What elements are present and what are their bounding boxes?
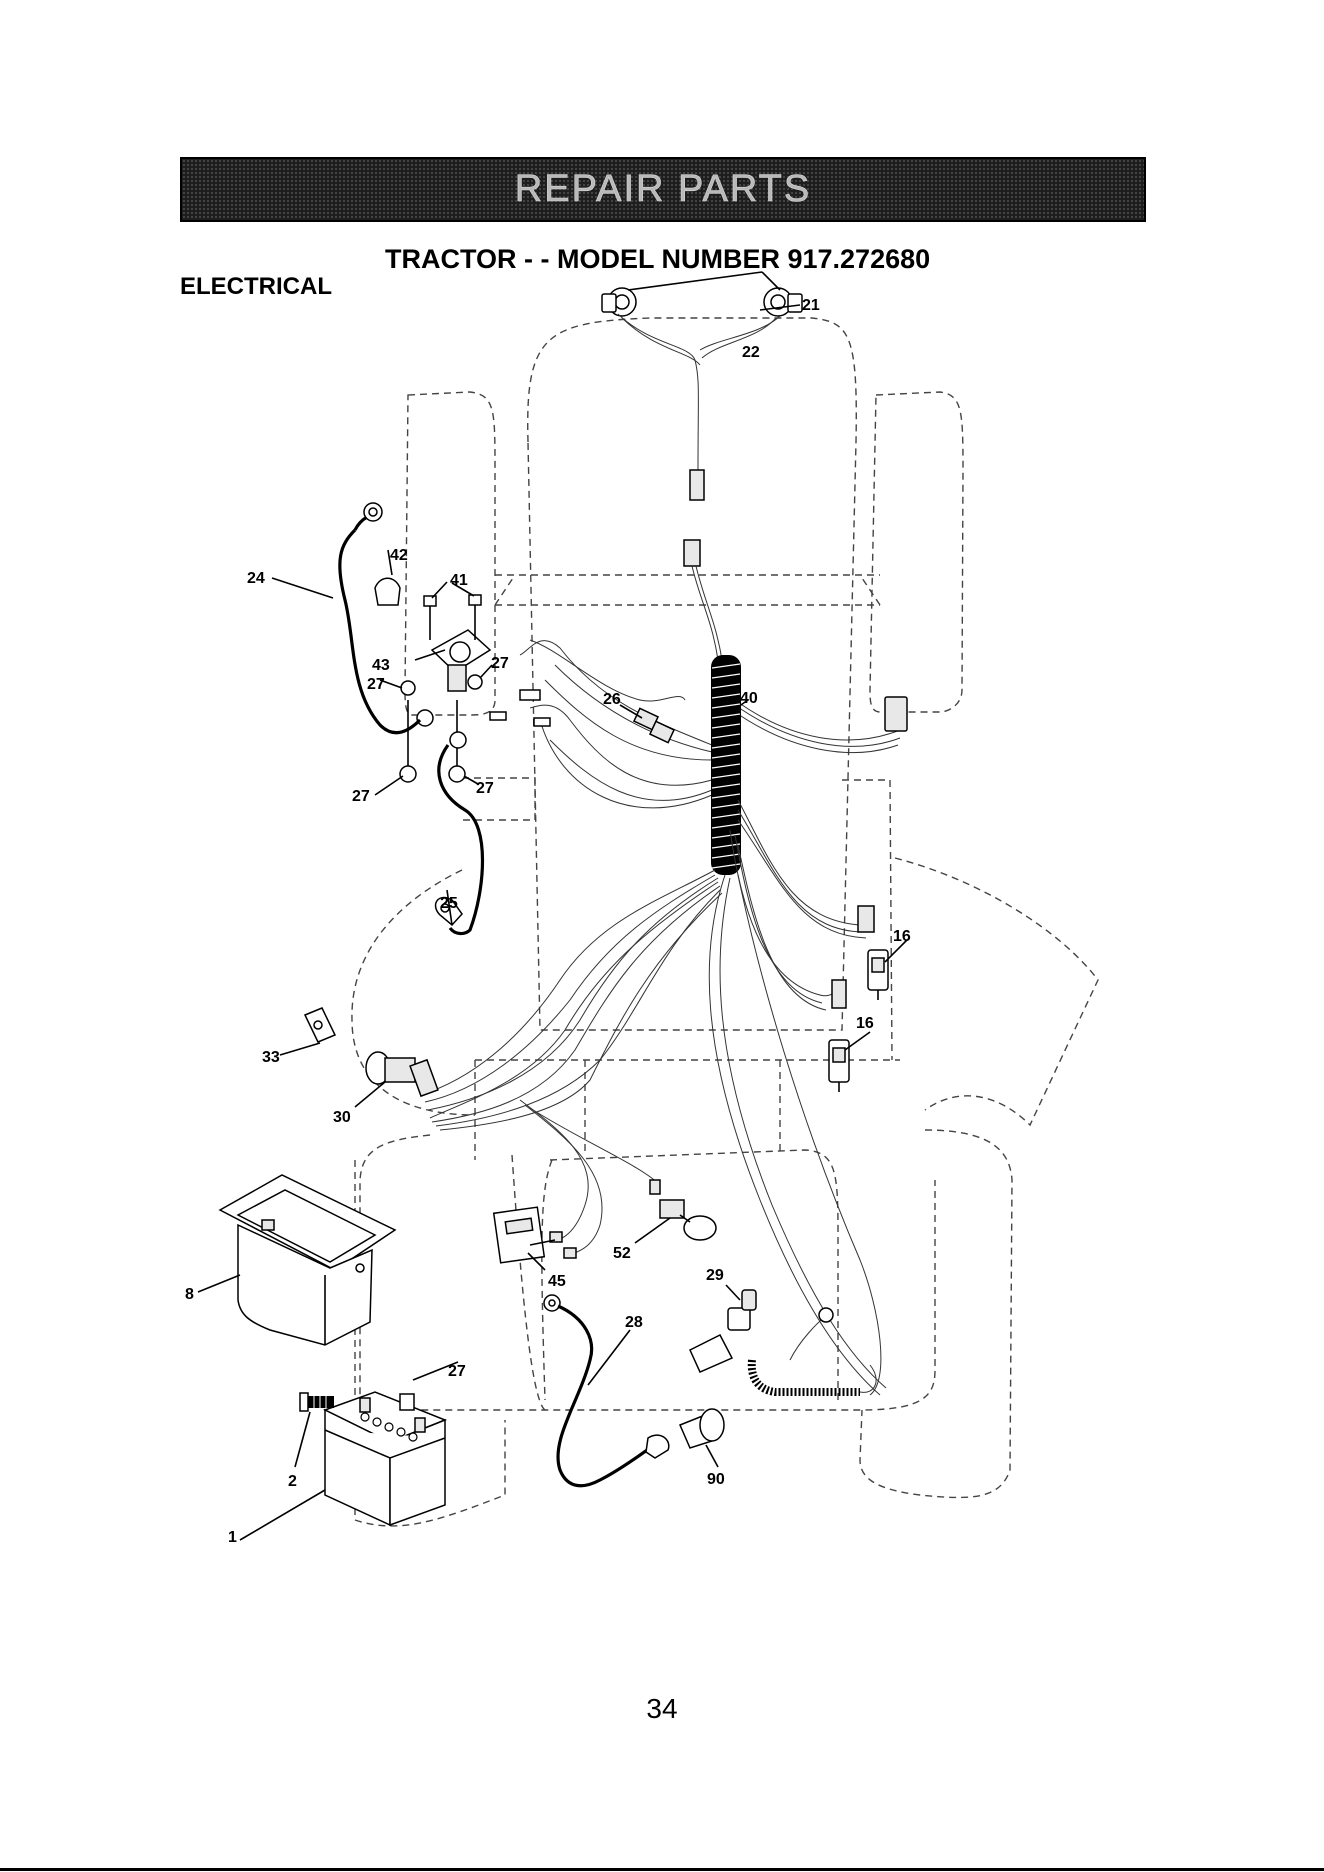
callout-25: 25 (440, 895, 458, 912)
callout-30: 30 (333, 1109, 351, 1126)
callout-42: 42 (390, 547, 408, 564)
callout-24: 24 (247, 570, 265, 587)
callout-labels: 22 21 24 42 41 43 27 27 27 27 26 40 25 1… (185, 297, 911, 1546)
callout-27-solenoid-right: 27 (491, 655, 509, 672)
terminal-boot-90 (680, 1409, 724, 1448)
callout-29: 29 (706, 1267, 724, 1284)
main-wire-harness (420, 640, 907, 1395)
page-bottom-rule (0, 1868, 1324, 1871)
callout-27-lower-left: 27 (352, 788, 370, 805)
interlock-switch-upper (868, 950, 888, 1000)
battery-1 (325, 1392, 445, 1525)
callout-8: 8 (185, 1286, 194, 1303)
callout-26: 26 (603, 691, 621, 708)
callout-27-solenoid-left: 27 (367, 676, 385, 693)
ground-cable-28 (544, 1295, 669, 1486)
ignition-key-33 (305, 1008, 335, 1042)
coiled-cord (752, 1308, 876, 1392)
callout-28: 28 (625, 1314, 643, 1331)
callout-1: 1 (228, 1529, 237, 1546)
callout-27-battery: 27 (448, 1363, 466, 1380)
callout-43: 43 (372, 657, 390, 674)
callout-90: 90 (707, 1471, 725, 1488)
callout-40: 40 (740, 690, 758, 707)
relay-26 (634, 708, 674, 742)
callout-16-upper: 16 (893, 928, 911, 945)
headlight-assembly (602, 288, 802, 660)
callout-52: 52 (613, 1245, 631, 1262)
callout-41: 41 (450, 572, 468, 589)
callout-45: 45 (548, 1273, 566, 1290)
interlock-switch-lower (829, 1040, 849, 1092)
callout-27-lower-right: 27 (476, 780, 494, 797)
callout-21: 21 (802, 297, 820, 314)
hour-meter-45 (494, 1207, 555, 1263)
battery-nut-27 (400, 1394, 414, 1410)
callout-2: 2 (288, 1473, 297, 1490)
battery-box-8 (220, 1175, 395, 1345)
callout-16-lower: 16 (856, 1015, 874, 1032)
pto-switch-29 (690, 1290, 756, 1372)
page-number: 34 (0, 1693, 1324, 1725)
battery-cable-24 (340, 503, 420, 733)
callout-22: 22 (742, 344, 760, 361)
callout-33: 33 (262, 1049, 280, 1066)
